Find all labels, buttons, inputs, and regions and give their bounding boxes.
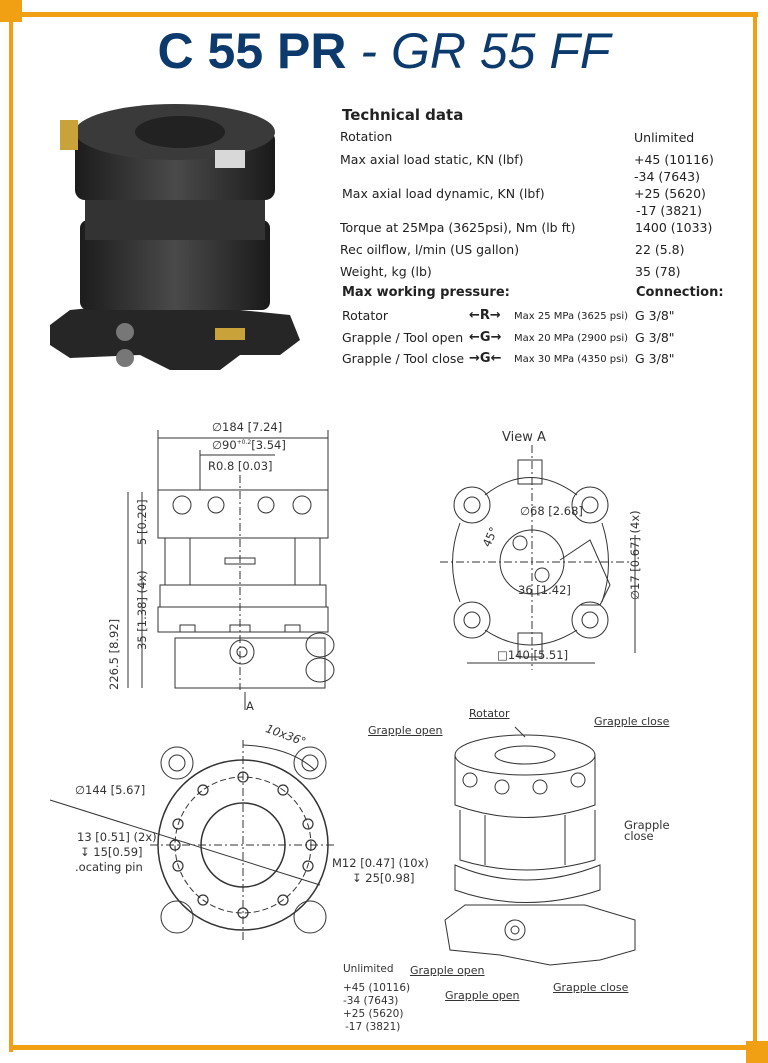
dim-hole-distance: 36 [1.42] bbox=[518, 583, 571, 597]
top-view-drawing bbox=[49, 740, 335, 940]
view-a-marker: A bbox=[246, 699, 254, 713]
corner-square bbox=[746, 1041, 768, 1063]
dim-radius: R0.8 [0.03] bbox=[208, 459, 273, 473]
label-grapple-open-bottom-2: Grapple open bbox=[445, 989, 520, 1002]
connection-grapple-close: G 3/8" bbox=[635, 351, 675, 366]
dim-pin-depth: ↧ 15[0.59] bbox=[80, 845, 143, 859]
port-symbol-r: ←R→ bbox=[469, 308, 501, 323]
frame-border-left bbox=[9, 12, 13, 1052]
dim-circle-diameter: ∅68 [2.68] bbox=[520, 504, 583, 518]
connection-grapple-open: G 3/8" bbox=[635, 330, 675, 345]
pressure-value-grapple-close: Max 30 MPa (4350 psi) bbox=[514, 354, 629, 365]
spec-value-dynamic-load-plus: +25 (5620) bbox=[634, 186, 706, 201]
frame-border-top bbox=[10, 12, 758, 17]
spec-value-dynamic-load-minus: -17 (3821) bbox=[636, 203, 702, 218]
dim-square: □140 [5.51] bbox=[497, 648, 569, 662]
connection-rotator: G 3/8" bbox=[635, 308, 675, 323]
view-a-title: View A bbox=[502, 430, 546, 445]
label-grapple-close-bottom: Grapple close bbox=[553, 981, 629, 994]
label-rotator: Rotator bbox=[469, 707, 510, 720]
port-symbol-g-close: →G← bbox=[469, 351, 502, 366]
pressure-heading: Max working pressure: bbox=[342, 285, 510, 300]
dim-thread-depth: ↧ 25[0.98] bbox=[352, 871, 415, 885]
dim-top-height: 5 [0.20] bbox=[135, 499, 149, 545]
side-view-drawing bbox=[127, 430, 335, 710]
label-grapple-close-side-line2: close bbox=[624, 829, 654, 843]
label-grapple-open-top: Grapple open bbox=[368, 724, 443, 737]
dim-outer-diameter: ∅184 [7.24] bbox=[212, 420, 283, 434]
dim-thread: M12 [0.47] (10x) bbox=[332, 856, 429, 870]
pressure-value-grapple-open: Max 20 MPa (2900 psi) bbox=[514, 333, 629, 344]
pressure-label-rotator: Rotator bbox=[342, 308, 389, 323]
dim-inner-diameter-value: ∅90 bbox=[212, 438, 237, 452]
spec-value-static-load-plus: +45 (10116) bbox=[634, 152, 714, 167]
spec-value-weight: 35 (78) bbox=[635, 264, 681, 279]
footnote-dynamic-minus: -17 (3821) bbox=[345, 1021, 401, 1033]
page-title: C 55 PR - GR 55 FF bbox=[0, 22, 768, 80]
port-symbol-g-open: ←G→ bbox=[469, 330, 502, 345]
title-separator: - bbox=[346, 23, 391, 79]
spec-label-dynamic-load: Max axial load dynamic, KN (lbf) bbox=[342, 186, 545, 201]
frame-border-right bbox=[753, 12, 757, 1052]
locating-pin-label: .ocating pin bbox=[75, 860, 143, 874]
spec-value-rotation: Unlimited bbox=[634, 130, 695, 145]
pressure-value-rotator: Max 25 MPa (3625 psi) bbox=[514, 311, 629, 322]
dim-bolt-circle: ∅144 [5.67] bbox=[75, 783, 146, 797]
footnote-static-plus: +45 (10116) bbox=[343, 982, 411, 994]
label-grapple-close-side-line1: Grapple bbox=[624, 818, 670, 832]
frame-border-bottom bbox=[9, 1045, 757, 1050]
dim-inner-diameter: ∅90+0.2[3.54] bbox=[212, 438, 286, 452]
footnote-rotation: Unlimited bbox=[343, 963, 394, 975]
footnote-dynamic-plus: +25 (5620) bbox=[343, 1008, 404, 1020]
dim-inner-diameter-tolerance: +0.2 bbox=[236, 439, 252, 447]
spec-value-static-load-minus: -34 (7643) bbox=[634, 169, 700, 184]
dim-hole-diameter: ∅17 [0.67] (4x) bbox=[628, 510, 642, 600]
dim-total-height: 226.5 [8.92] bbox=[107, 618, 121, 690]
spec-value-torque: 1400 (1033) bbox=[635, 220, 713, 235]
spec-label-oilflow: Rec oilflow, l/min (US gallon) bbox=[340, 242, 520, 257]
dim-inner-diameter-inch: [3.54] bbox=[251, 438, 286, 452]
dim-base-height: 35 [1.38] (4x) bbox=[135, 570, 149, 650]
dim-pin-diameter: 13 [0.51] (2x) bbox=[77, 830, 157, 844]
spec-label-static-load: Max axial load static, KN (lbf) bbox=[340, 152, 524, 167]
pressure-label-grapple-close: Grapple / Tool close bbox=[342, 351, 465, 366]
title-variant: GR 55 FF bbox=[390, 23, 611, 79]
view-a-drawing bbox=[440, 445, 636, 670]
footnote-static-minus: -34 (7643) bbox=[343, 995, 399, 1007]
spec-label-rotation: Rotation bbox=[340, 129, 393, 144]
corner-square bbox=[0, 0, 22, 22]
iso-view-drawing bbox=[444, 726, 636, 966]
product-image bbox=[50, 104, 300, 370]
spec-label-weight: Weight, kg (lb) bbox=[340, 264, 432, 279]
pressure-label-grapple-open: Grapple / Tool open bbox=[342, 330, 464, 345]
title-model: C 55 PR bbox=[157, 23, 347, 79]
spec-label-torque: Torque at 25Mpa (3625psi), Nm (lb ft) bbox=[340, 220, 576, 235]
spec-value-oilflow: 22 (5.8) bbox=[635, 242, 685, 257]
connection-heading: Connection: bbox=[636, 285, 724, 300]
technical-data-heading: Technical data bbox=[342, 106, 464, 124]
label-grapple-open-bottom: Grapple open bbox=[410, 964, 485, 977]
label-grapple-close-top: Grapple close bbox=[594, 715, 670, 728]
